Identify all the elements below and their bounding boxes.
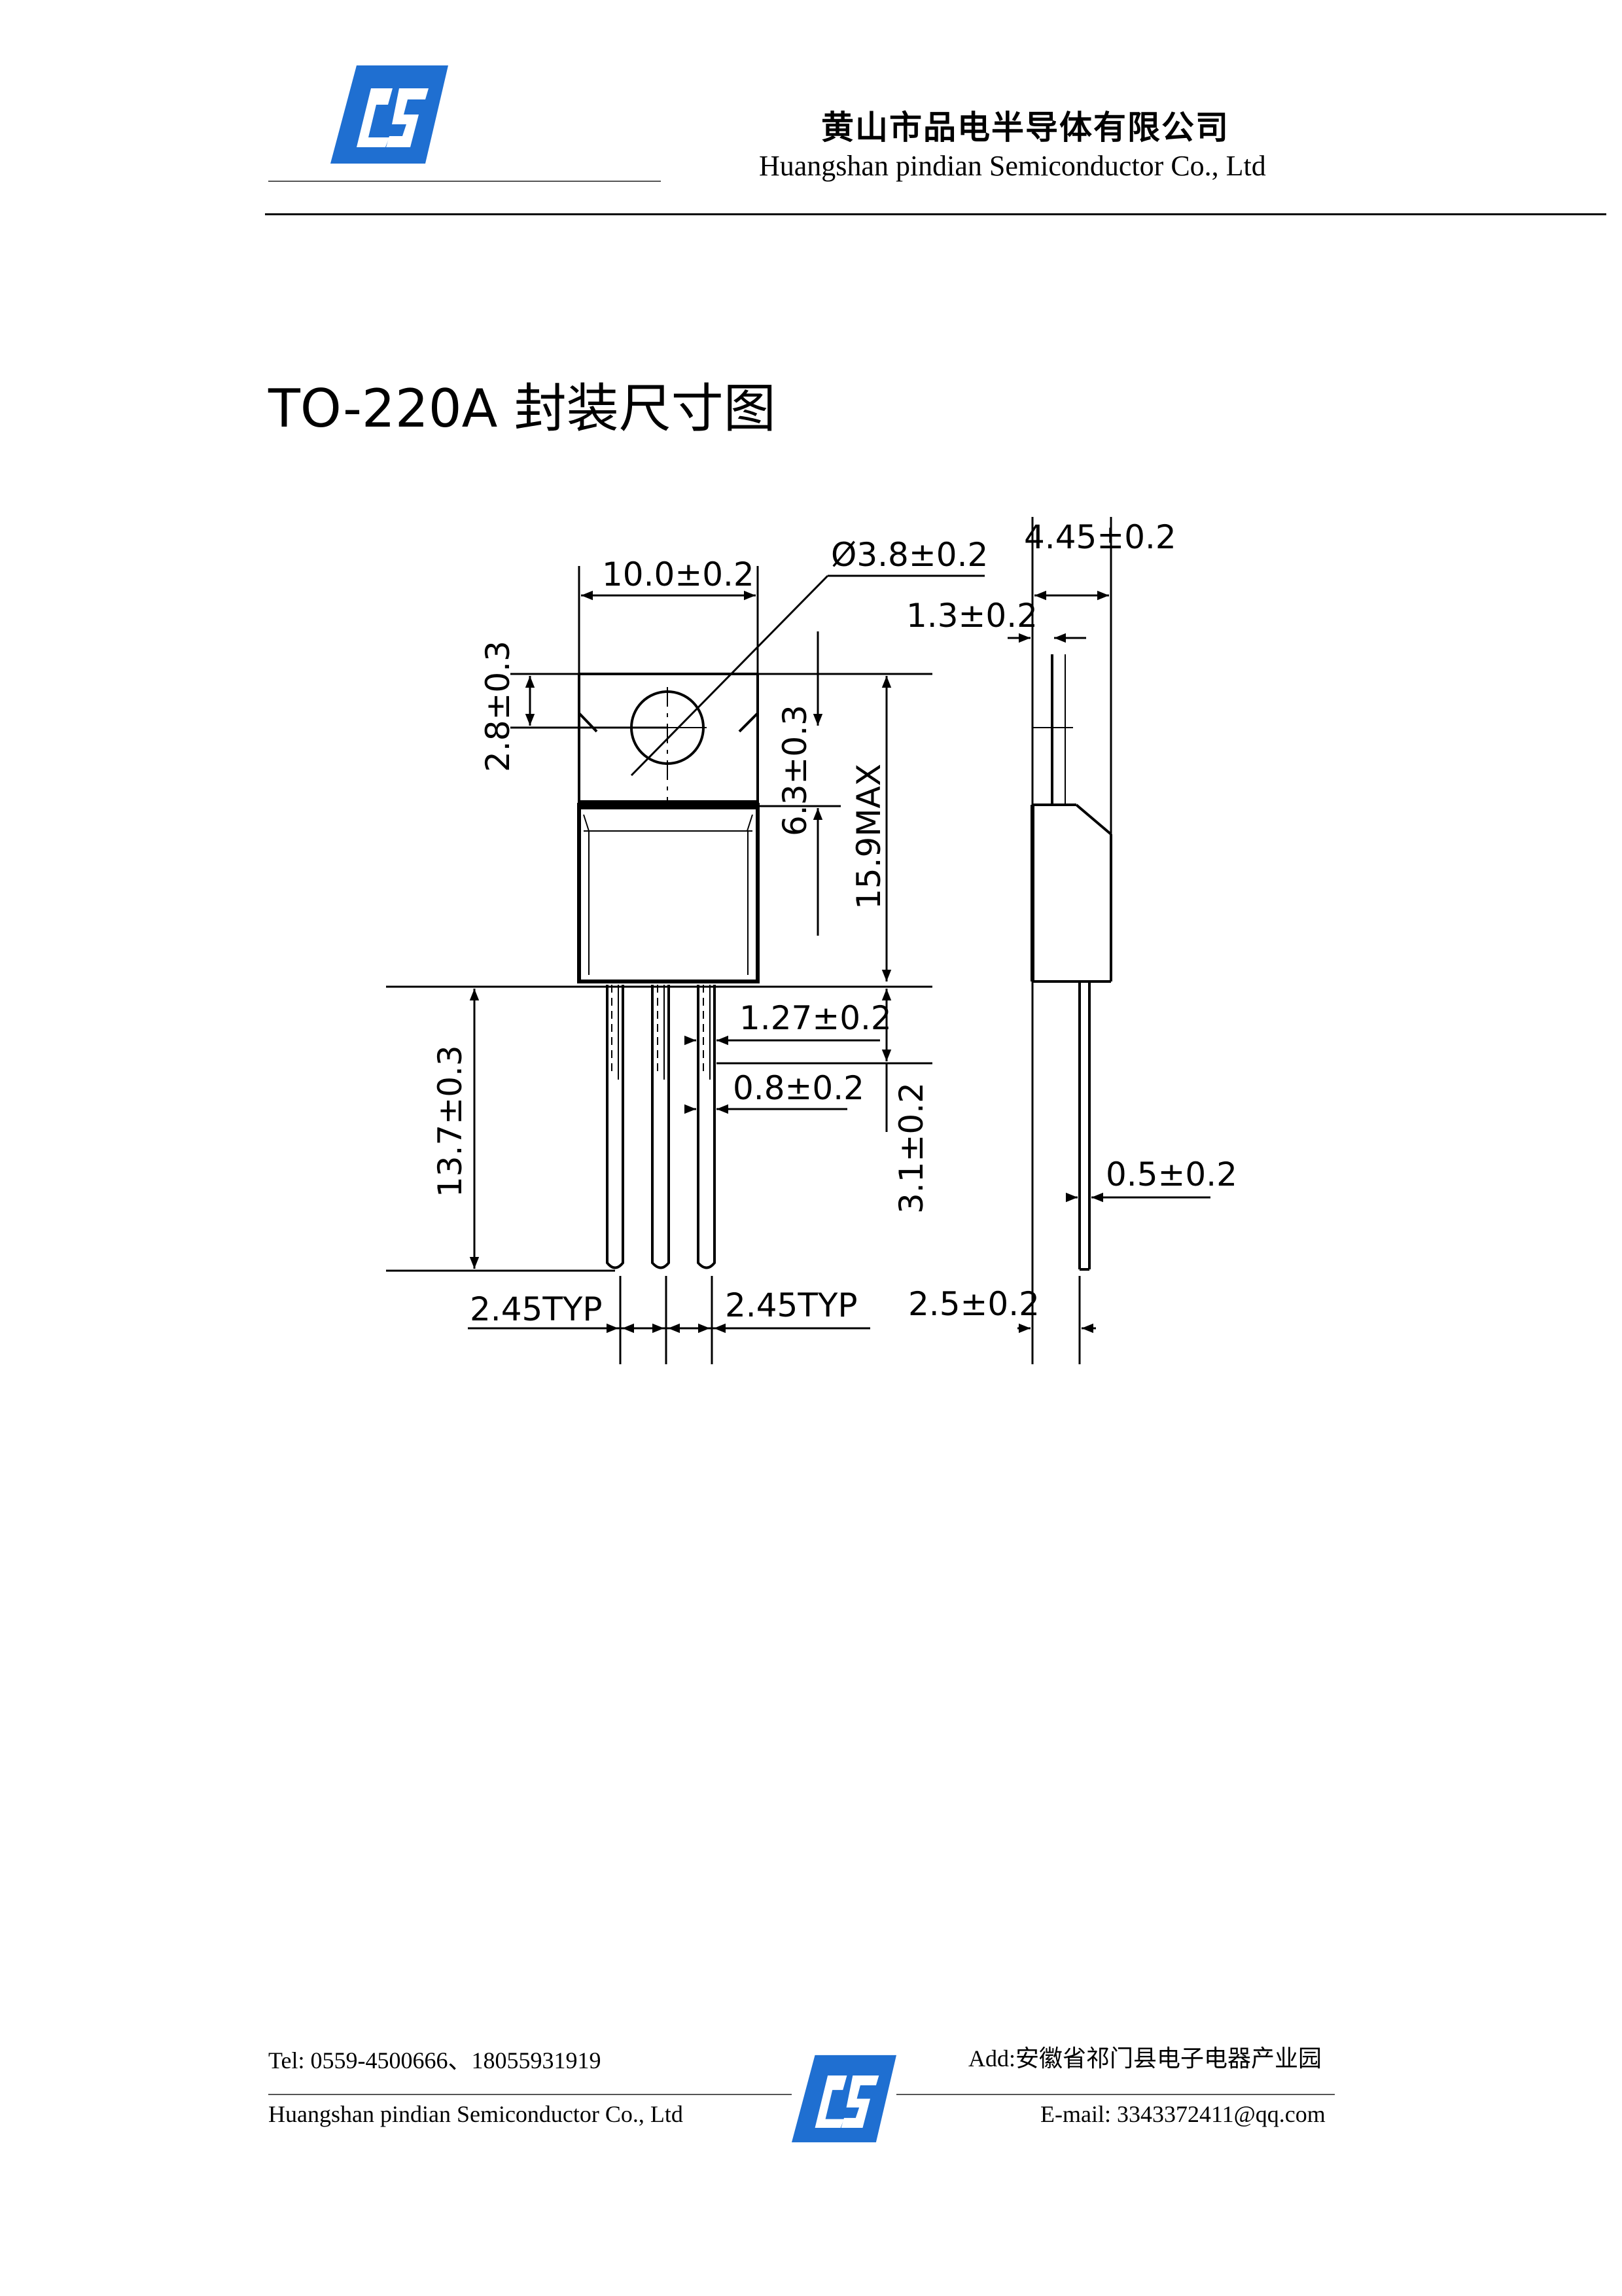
dim-lead-offset: 2.5±0.2 [908,1285,1040,1323]
footer-company-en: Huangshan pindian Semiconductor Co., Ltd [268,2101,683,2127]
footer-tel: Tel: 0559-4500666、18055931919 [268,2047,601,2074]
footer-rule-left [268,2094,792,2095]
pindian-logo-icon [792,2055,896,2143]
dim-hole-to-body: 6.3±0.3 [776,705,814,836]
footer-address: Add:安徽省祁门县电子电器产业园 [968,2045,1322,2072]
dim-side-thickness: 4.45±0.2 [1024,518,1176,556]
dim-total-height: 15.9MAX [850,764,888,910]
dim-lead-length: 13.7±0.3 [431,1045,469,1197]
header-company-en: Huangshan pindian Semiconductor Co., Ltd [759,150,1266,182]
front-leads [606,985,716,1269]
dim-hole-dia: Ø3.8±0.2 [831,536,988,574]
front-tab [578,673,759,808]
dim-pitch-right: 2.45TYP [725,1286,858,1324]
dim-lead-width-top: 1.27±0.2 [739,999,892,1037]
header-logo-underline [268,181,661,182]
dim-width-body: 10.0±0.2 [602,556,754,593]
header-company-cn: 黄山市品电半导体有限公司 [821,109,1229,146]
footer-email-link[interactable]: E-mail: 3343372411@qq.com [1040,2101,1326,2127]
dim-tab-top-to-hole: 2.8±0.3 [479,641,517,772]
dim-lead-width: 0.8±0.2 [733,1069,864,1107]
pindian-logo-icon [330,65,448,164]
header-divider [265,213,1606,215]
dim-lead-thickness: 0.5±0.2 [1106,1156,1237,1193]
dim-tab-thickness: 1.3±0.2 [906,597,1038,635]
dim-pitch-left: 2.45TYP [470,1290,603,1328]
footer-rule-right [896,2094,1335,2095]
dim-lead-shoulder: 3.1±0.2 [892,1082,930,1214]
front-body [577,800,760,983]
header-logo [330,65,448,164]
side-view [1031,517,1112,1364]
page-title: TO-220A 封装尺寸图 [268,378,776,439]
footer-logo [792,2055,896,2143]
